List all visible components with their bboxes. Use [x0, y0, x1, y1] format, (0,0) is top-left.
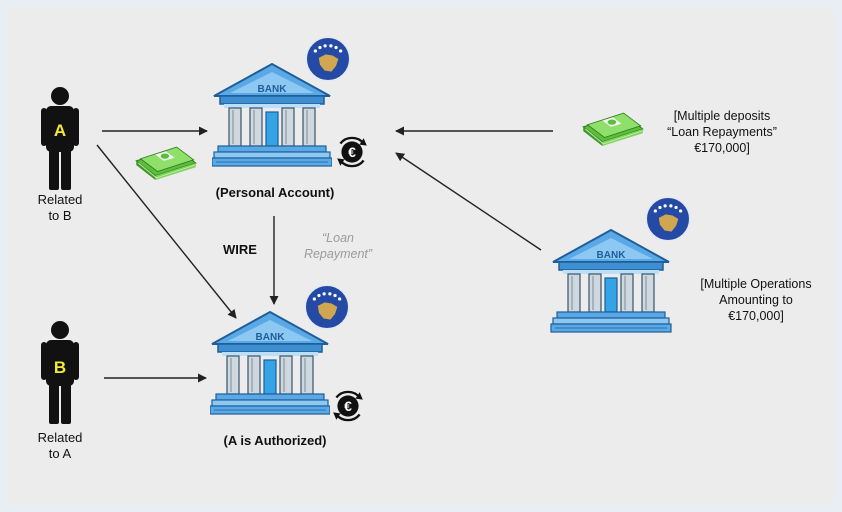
bank-sign-source: BANK — [597, 250, 627, 261]
person-b-caption: Related to A — [37, 430, 83, 461]
person-a: A — [41, 87, 79, 190]
bank-icon — [212, 63, 332, 167]
euro-symbol: € — [348, 144, 356, 160]
arrow-operations-to-personal-bank — [395, 152, 542, 251]
kosovo-flag-icon — [304, 284, 350, 330]
person-b: B — [41, 321, 79, 424]
person-a-letter: A — [54, 121, 66, 140]
person-b-letter: B — [54, 358, 66, 377]
wire-label: WIRE — [223, 242, 257, 257]
bank-a-authorized: BANK € — [210, 284, 364, 422]
bank-sign-authorized: BANK — [256, 332, 286, 343]
bank-icon — [549, 228, 673, 334]
bank-authorized-caption: (A is Authorized) — [223, 433, 327, 448]
kosovo-flag-icon — [305, 36, 351, 82]
loan-repayment-quote: “Loan Repayment” — [303, 231, 373, 261]
person-a-caption: Related to B — [37, 192, 83, 223]
bank-personal-account: BANK € — [212, 36, 368, 168]
operations-note: [Multiple Operations Amounting to €170,0… — [700, 277, 812, 323]
diagram-panel — [8, 8, 834, 504]
bank-icon — [210, 311, 330, 415]
cash-icon — [582, 112, 644, 146]
kosovo-flag-icon — [645, 196, 691, 242]
bank-personal-caption: (Personal Account) — [215, 185, 335, 200]
euro-symbol: € — [344, 398, 352, 414]
bank-sign-personal: BANK — [258, 84, 288, 95]
arrow-a-to-authorized-bank — [96, 144, 237, 319]
deposits-note: [Multiple deposits “Loan Repayments” €17… — [667, 109, 777, 155]
bank-source-operations: BANK — [549, 196, 691, 334]
connector-arrows — [96, 126, 553, 383]
cash-icon — [135, 146, 197, 180]
